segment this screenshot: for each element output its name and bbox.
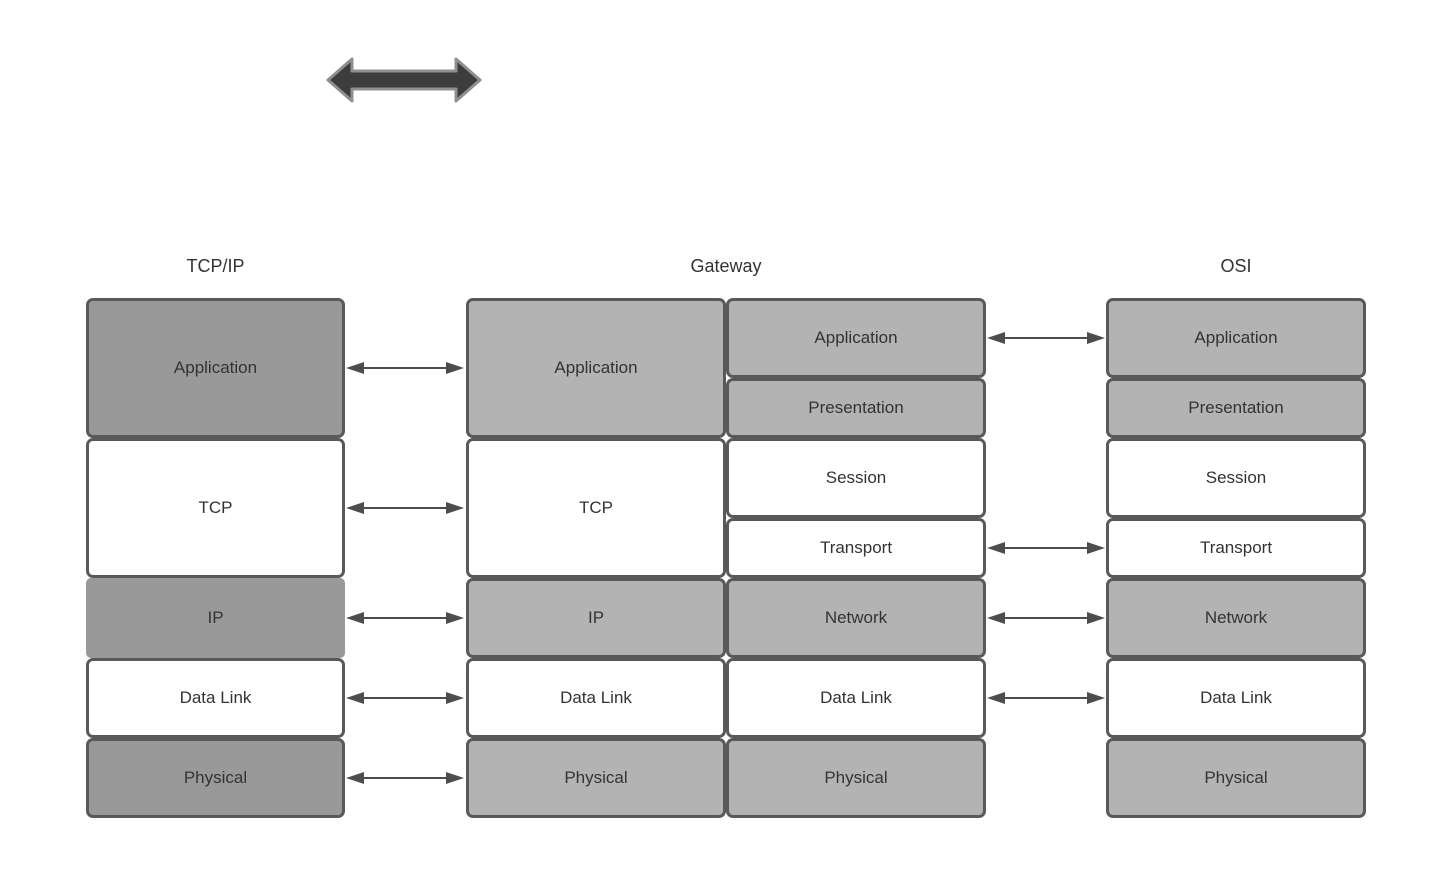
gateway-right-layer-data-link: Data Link [726,658,986,738]
gateway-left-layer-application: Application [466,298,726,438]
osi-column-title: OSI [1220,256,1252,276]
gateway-right-layer-network: Network [726,578,986,658]
tcpip-layer-tcp: TCP [86,438,345,578]
arrow-tcpip-gateway-tcp [346,502,464,514]
arrow-gateway-osi-application [987,332,1105,344]
gateway-right-layer-session: Session [726,438,986,518]
arrow-gateway-osi-network [987,612,1105,624]
gateway-left-layer-physical: Physical [466,738,726,818]
gateway-right-layer-application: Application [726,298,986,378]
arrow-tcpip-gateway-data-link [346,692,464,704]
osi-layer-application: Application [1106,298,1366,378]
gateway-left-layer-ip: IP [466,578,726,658]
gateway-right-layer-presentation: Presentation [726,378,986,438]
gateway-right-layer-physical: Physical [726,738,986,818]
tcpip-layer-ip: IP [86,578,345,658]
tcpip-column-title: TCP/IP [186,256,245,276]
arrow-gateway-osi-transport [987,542,1105,554]
tcpip-layer-application: Application [86,298,345,438]
osi-layer-data-link: Data Link [1106,658,1366,738]
gateway-left-layer-tcp: TCP [466,438,726,578]
osi-layer-transport: Transport [1106,518,1366,578]
tcpip-layer-physical: Physical [86,738,345,818]
gateway-left-layer-data-link: Data Link [466,658,726,738]
gateway-column-title: Gateway [690,256,762,276]
osi-layer-network: Network [1106,578,1366,658]
arrow-gateway-osi-data-link [987,692,1105,704]
double-arrow-icon [326,57,482,103]
gateway-right-layer-transport: Transport [726,518,986,578]
osi-layer-physical: Physical [1106,738,1366,818]
tcpip-layer-data-link: Data Link [86,658,345,738]
arrow-tcpip-gateway-physical [346,772,464,784]
arrow-tcpip-gateway-application [346,362,464,374]
osi-layer-session: Session [1106,438,1366,518]
osi-layer-presentation: Presentation [1106,378,1366,438]
arrow-tcpip-gateway-ip [346,612,464,624]
